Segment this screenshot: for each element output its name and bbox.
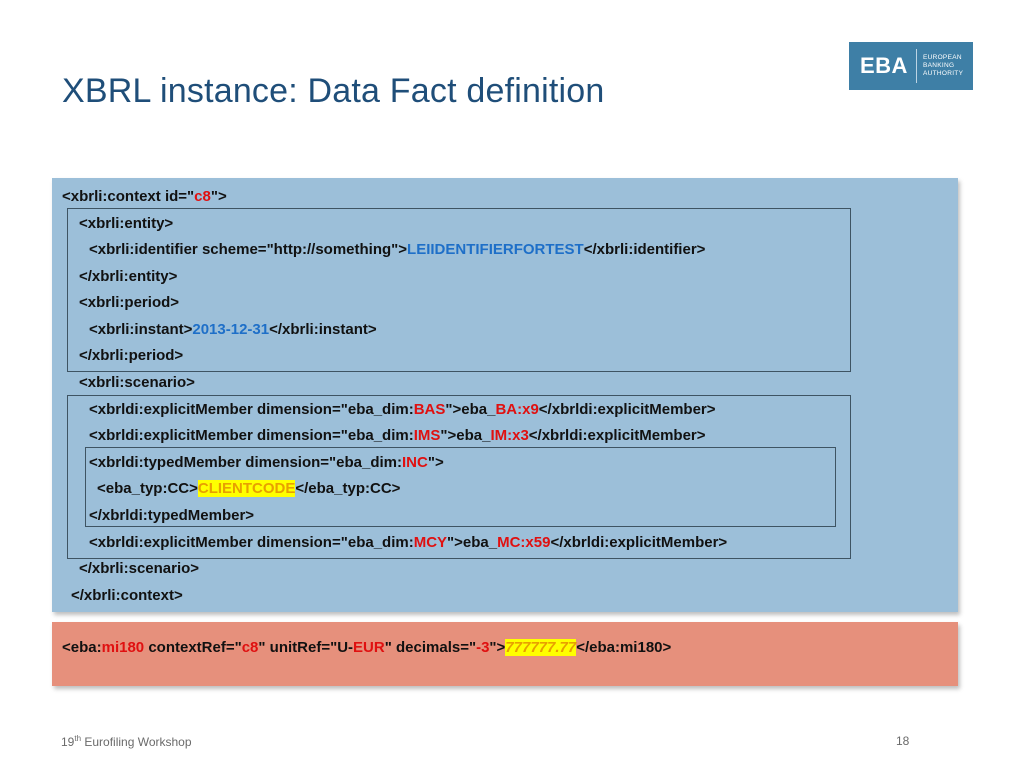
logo-line-3: AUTHORITY [922, 70, 964, 77]
eba-logo: EBA EUROPEAN BANKING AUTHORITY [849, 42, 973, 90]
data-fact-line: <eba:mi180 contextRef="c8" unitRef="U-EU… [62, 639, 672, 656]
code-line-4: </xbrli:entity> [79, 268, 178, 285]
code-line-11: <xbrldi:typedMember dimension="eba_dim:I… [89, 454, 444, 471]
code-line-3: <xbrli:identifier scheme="http://somethi… [89, 241, 706, 258]
code-line-12: <eba_typ:CC>CLIENTCODE</eba_typ:CC> [97, 480, 401, 497]
code-line-1: <xbrli:context id="c8"> [62, 188, 227, 205]
typed-member-frame [85, 447, 836, 527]
code-line-5: <xbrli:period> [79, 294, 180, 311]
logo-mark: EBA [860, 53, 908, 78]
code-line-2: <xbrli:entity> [79, 215, 174, 232]
code-line-7: </xbrli:period> [79, 347, 184, 364]
data-fact-panel [52, 622, 958, 686]
code-line-10: <xbrldi:explicitMember dimension="eba_di… [89, 427, 706, 444]
code-line-8: <xbrli:scenario> [79, 374, 195, 391]
code-line-14: <xbrldi:explicitMember dimension="eba_di… [89, 534, 728, 551]
code-line-13: </xbrldi:typedMember> [89, 507, 255, 524]
logo-divider [915, 49, 917, 83]
code-line-16: </xbrli:context> [71, 587, 183, 604]
code-line-15: </xbrli:scenario> [79, 560, 200, 577]
code-line-6: <xbrli:instant>2013-12-31</xbrli:instant… [89, 321, 377, 338]
footer-event: 19th Eurofiling Workshop [61, 734, 192, 749]
logo-line-2: BANKING [922, 62, 955, 69]
slide-title: XBRL instance: Data Fact definition [62, 72, 605, 110]
logo-words: EUROPEAN BANKING AUTHORITY [923, 54, 963, 78]
page-number: 18 [896, 734, 910, 748]
scenario-members-frame [67, 395, 851, 559]
code-line-9: <xbrldi:explicitMember dimension="eba_di… [89, 401, 716, 418]
entity-period-frame [67, 208, 851, 372]
logo-line-1: EUROPEAN [922, 54, 962, 61]
